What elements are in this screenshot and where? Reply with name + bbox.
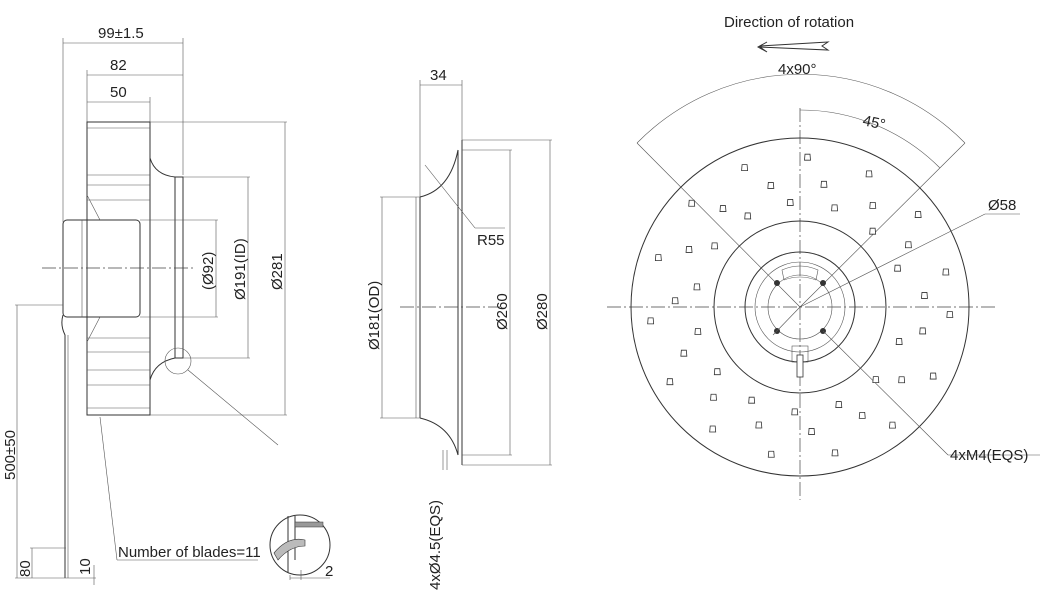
balancing-hole: [680, 349, 688, 357]
dim-threads-label: 4xM4(EQS): [950, 447, 1028, 464]
balancing-hole: [671, 297, 679, 305]
dim-260-label: Ø260: [494, 293, 511, 330]
front-view: Direction of rotation 4x90° 45° Ø58 4xM4…: [607, 14, 1040, 500]
balancing-hole: [767, 182, 775, 189]
balancing-hole: [647, 317, 655, 325]
detail-view-circle: [269, 514, 331, 576]
dim-82-label: 82: [110, 57, 127, 74]
balancing-hole: [820, 180, 828, 188]
balancing-hole: [688, 199, 696, 207]
motor-housing: [62, 219, 141, 318]
balancing-hole: [711, 242, 719, 250]
dim-od-ring-label: Ø181(OD): [366, 281, 383, 350]
balancing-holes: [647, 153, 954, 458]
side-view: 99±1.5 82 50 (Ø92) Ø191(ID) Ø281: [2, 25, 333, 585]
dim-id-label: Ø191(ID): [232, 238, 249, 300]
balancing-hole: [767, 450, 775, 458]
balancing-hole: [791, 408, 799, 416]
balancing-hole: [710, 393, 717, 401]
balancing-hole: [694, 328, 702, 335]
impeller-blades: [86, 127, 150, 409]
balancing-hole: [755, 421, 763, 429]
dim-50-label: 50: [110, 84, 127, 101]
balancing-hole: [748, 396, 756, 404]
dim-depth-label: 34: [430, 67, 447, 84]
dim-bolt-circle-label: Ø58: [988, 197, 1016, 214]
dim-od-label: Ø281: [269, 253, 286, 290]
balancing-hole: [929, 372, 937, 380]
dim-cable-label: 500±50: [2, 430, 19, 480]
balancing-hole: [831, 449, 839, 457]
balancing-hole: [904, 241, 912, 249]
dim-radius-label: R55: [477, 232, 505, 249]
inlet-circle: [713, 220, 887, 394]
balancing-hole: [693, 283, 701, 291]
detail-marker: [164, 347, 192, 375]
balancing-hole: [921, 292, 928, 299]
angle-arc-90: [636, 74, 966, 144]
balancing-hole: [858, 412, 866, 419]
impeller-outer-circle: [630, 137, 970, 477]
dim-99-label: 99±1.5: [98, 25, 144, 42]
balancing-hole: [919, 327, 927, 335]
balancing-hole: [808, 428, 816, 435]
balancing-hole: [786, 199, 794, 206]
backplate: [149, 157, 184, 381]
balancing-hole: [942, 268, 950, 276]
balancing-hole: [741, 164, 749, 172]
balancing-hole: [831, 204, 839, 212]
dim-10-label: 10: [77, 558, 94, 575]
balancing-hole: [713, 368, 721, 376]
balancing-hole: [744, 212, 752, 220]
dim-80-label: 80: [17, 560, 34, 577]
dim-280-label: Ø280: [534, 293, 551, 330]
balancing-hole: [666, 378, 674, 386]
balancing-hole: [914, 211, 922, 218]
balancing-hole: [835, 401, 843, 408]
balancing-hole: [804, 153, 811, 161]
balancing-hole: [654, 254, 662, 261]
balancing-hole: [872, 376, 880, 384]
dim-holes-label: 4xØ4.5(EQS): [427, 500, 444, 590]
balancing-hole: [685, 246, 693, 253]
detail-dim-label: 2: [325, 563, 333, 580]
balancing-hole: [898, 376, 906, 384]
balancing-hole: [894, 264, 902, 272]
rotation-arrow-icon: [756, 41, 830, 53]
balancing-hole: [889, 421, 896, 429]
angle-arc-45: [799, 109, 941, 169]
balancing-hole: [709, 425, 717, 433]
cable: [61, 314, 66, 578]
angle-offset-label: 45°: [861, 112, 887, 133]
impeller-body: [86, 121, 151, 416]
inlet-ring-view: 34 R55 Ø181(OD) Ø260 Ø280 4xØ4.5(EQS): [366, 67, 552, 590]
cable-gland: [796, 354, 804, 378]
angle-pattern-label: 4x90°: [778, 61, 817, 78]
balancing-hole: [865, 170, 873, 178]
blades-note: Number of blades=11: [118, 544, 261, 561]
balancing-hole: [719, 205, 727, 212]
rotation-label: Direction of rotation: [724, 14, 854, 31]
balancing-hole: [895, 338, 903, 345]
dim-hub-label: (Ø92): [200, 252, 217, 290]
balancing-hole: [869, 201, 877, 209]
balancing-hole: [946, 311, 954, 318]
balancing-hole: [869, 227, 877, 235]
